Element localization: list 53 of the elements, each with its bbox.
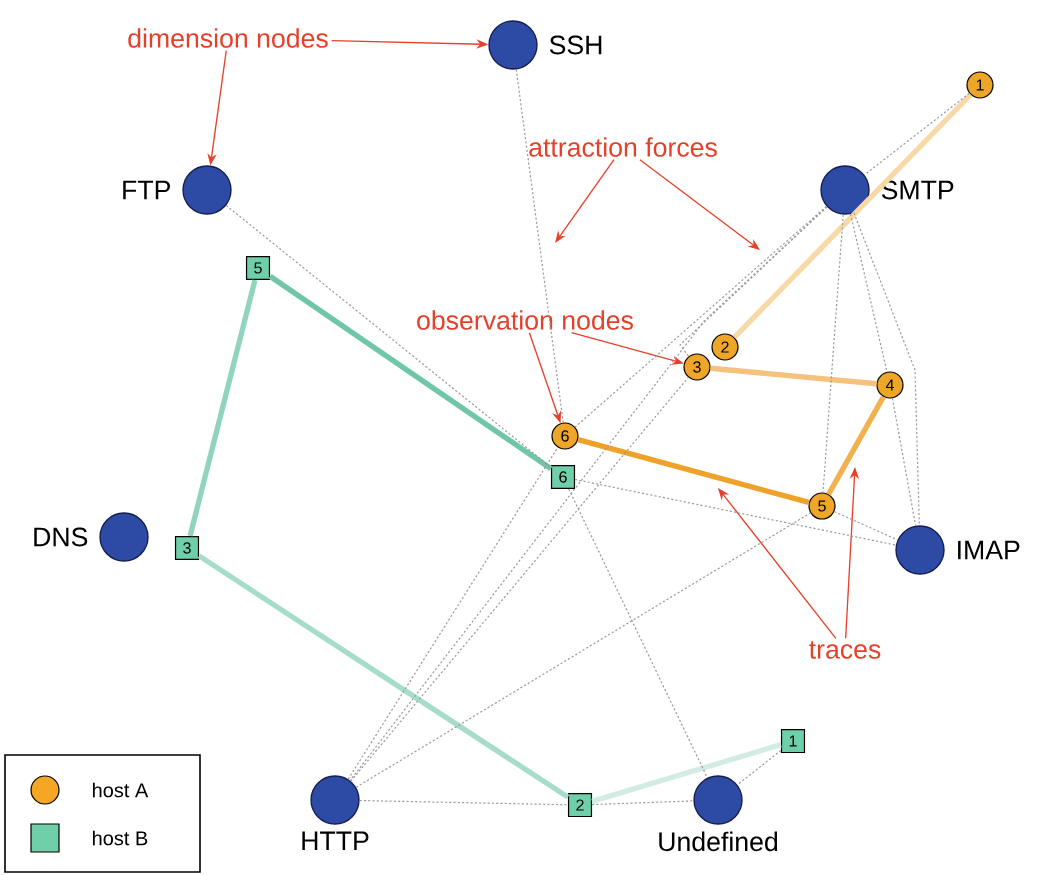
node-label: HTTP <box>302 831 369 850</box>
attraction-line <box>347 446 559 780</box>
attraction-line <box>591 800 694 806</box>
observation-node: 6 <box>550 464 576 490</box>
observation-node: 5 <box>245 255 271 281</box>
observation-node: 4 <box>876 371 904 399</box>
trace-line <box>710 365 877 387</box>
node-label: DNS <box>34 527 88 547</box>
node-label: IMAP <box>958 540 1020 560</box>
legend-label: host B <box>93 830 148 846</box>
node-label: FTP <box>123 180 170 200</box>
attraction-line <box>349 206 828 782</box>
attraction-line <box>863 92 970 176</box>
observation-node: 3 <box>683 353 711 381</box>
attraction-line <box>891 397 917 527</box>
trace-line <box>826 395 886 496</box>
legend-label: host A <box>93 782 149 798</box>
observation-node: 3 <box>174 535 200 561</box>
attraction-line <box>822 214 844 494</box>
annotation-text: traces <box>809 641 881 659</box>
trace-line <box>591 742 782 804</box>
trace-line <box>187 279 258 537</box>
attraction-line <box>359 799 569 806</box>
attraction-line <box>574 205 828 428</box>
observation-node: 1 <box>780 728 806 754</box>
node-label: SMTP <box>881 180 954 200</box>
attraction-line <box>853 212 920 526</box>
annotation-text: attraction forces <box>529 137 717 157</box>
attraction-line <box>833 510 899 541</box>
observation-node: 6 <box>551 422 579 450</box>
attraction-line <box>355 512 811 788</box>
attraction-line <box>568 488 708 779</box>
observation-node: 1 <box>966 71 994 99</box>
annotation-text: observation nodes <box>417 310 633 330</box>
observation-node: 5 <box>808 492 836 520</box>
attraction-line <box>350 376 689 782</box>
arrow <box>718 488 837 639</box>
trace-line <box>732 92 973 340</box>
node-label: SSH <box>549 35 602 55</box>
observation-node: 2 <box>567 792 593 818</box>
trace-line <box>268 274 553 471</box>
annotation-text: dimension nodes <box>128 28 328 48</box>
attraction-line <box>849 213 888 373</box>
node-label: Undefined <box>659 831 778 852</box>
attraction-line <box>515 68 564 424</box>
observation-node: 2 <box>711 333 739 361</box>
arrow <box>639 159 760 250</box>
arrow <box>555 159 615 243</box>
attraction-line <box>574 478 897 546</box>
trace-line <box>577 437 810 505</box>
trace-line <box>197 553 570 800</box>
attraction-line <box>736 749 782 786</box>
attraction-line <box>225 204 552 468</box>
